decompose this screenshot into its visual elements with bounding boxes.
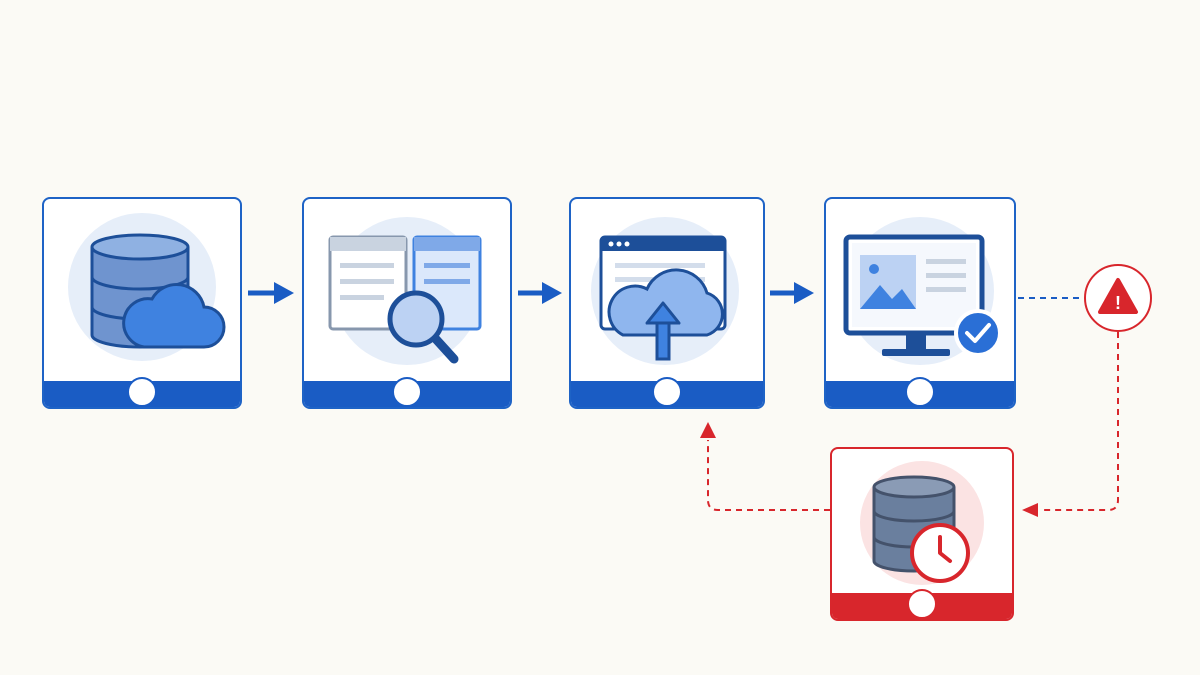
- card-handle: [907, 589, 937, 619]
- step-card-2: [302, 197, 512, 409]
- cloud-upload-icon: [591, 217, 739, 365]
- step-card-4: [824, 197, 1016, 409]
- arrow-step-2-to-3: [518, 282, 562, 304]
- card-handle: [652, 377, 682, 407]
- arrowhead-into-step3: [700, 422, 716, 438]
- arrow-step-1-to-2: [248, 282, 294, 304]
- dashed-alert-to-fallback: [1040, 332, 1119, 511]
- dashed-fallback-to-step3: [707, 440, 830, 511]
- database-cloud-icon: [68, 213, 226, 361]
- arrow-step-3-to-4: [770, 282, 814, 304]
- database-clock-icon: [860, 461, 984, 585]
- fallback-card: [830, 447, 1014, 621]
- arrowhead-into-fallback: [1022, 503, 1038, 517]
- document-search-icon: [328, 217, 482, 365]
- card-handle: [127, 377, 157, 407]
- card-handle: [392, 377, 422, 407]
- step-card-3: [569, 197, 765, 409]
- monitor-check-icon: [843, 217, 1002, 365]
- card-handle: [905, 377, 935, 407]
- step-card-1: [42, 197, 242, 409]
